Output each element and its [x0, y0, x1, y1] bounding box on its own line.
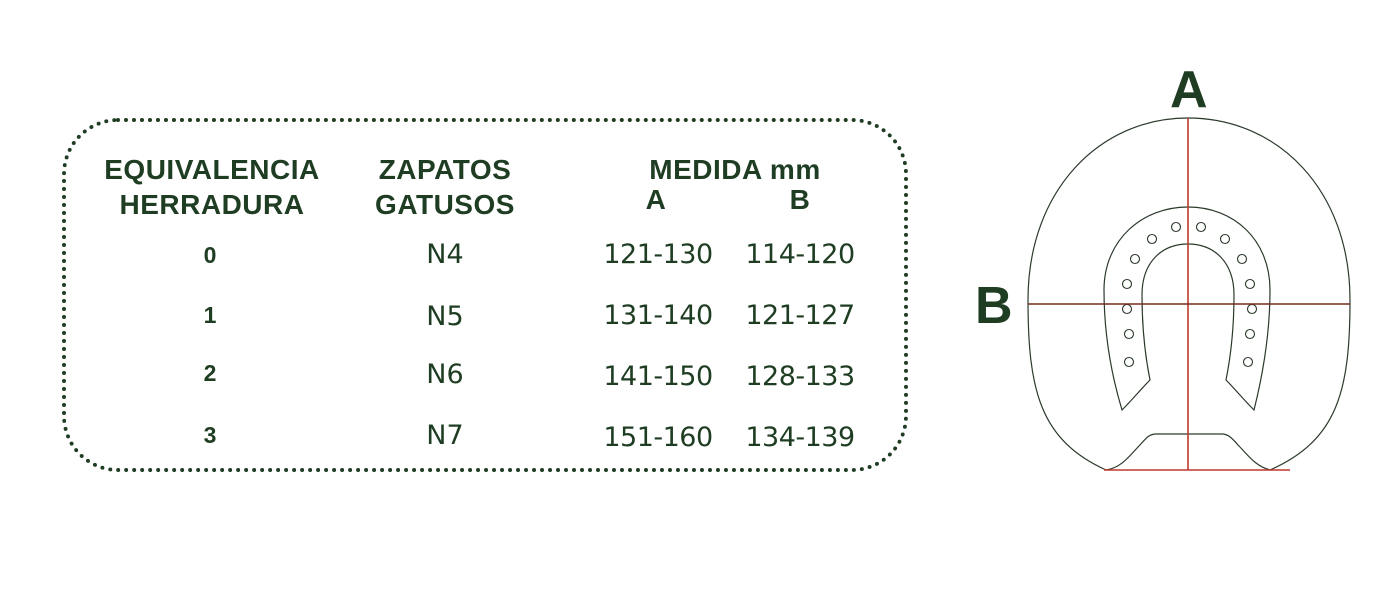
row-1-equivalence: 1	[203, 302, 217, 328]
nail-hole	[1123, 328, 1135, 340]
row-3-b: 134-139	[745, 422, 855, 453]
header-shoes-line2: GATUSOS	[375, 189, 515, 220]
nail-hole	[1121, 278, 1133, 290]
row-3-a: 151-160	[603, 422, 713, 453]
nail-hole	[1219, 233, 1231, 245]
row-1-a: 131-140	[603, 300, 713, 331]
row-1-shoe: N5	[426, 301, 464, 332]
header-equivalence-line1: EQUIVALENCIA	[104, 154, 320, 185]
horseshoe-outer-outline	[1027, 117, 1351, 471]
row-2-b: 128-133	[745, 361, 855, 392]
nail-hole	[1244, 328, 1256, 340]
diagram-label-b: B	[975, 277, 1013, 335]
row-3-equivalence: 3	[203, 422, 217, 448]
nail-hole	[1246, 303, 1258, 315]
nail-hole	[1195, 221, 1207, 233]
header-shoes: ZAPATOS GATUSOS	[350, 152, 540, 222]
row-0-a: 121-130	[603, 239, 713, 270]
header-measure: MEDIDA mm	[649, 154, 821, 185]
diagram-label-a: A	[1170, 61, 1208, 119]
horseshoe-inner-shoe	[1103, 206, 1271, 412]
nail-hole	[1244, 278, 1256, 290]
row-2-a: 141-150	[603, 361, 713, 392]
row-0-equivalence: 0	[203, 242, 217, 268]
row-3-shoe: N7	[426, 420, 464, 451]
nail-hole	[1170, 221, 1182, 233]
row-0-shoe: N4	[426, 239, 464, 270]
row-2-equivalence: 2	[203, 360, 217, 386]
header-equivalence: EQUIVALENCIA HERRADURA	[92, 152, 332, 222]
header-equivalence-line2: HERRADURA	[119, 189, 305, 220]
nail-holes	[1121, 221, 1258, 368]
nail-hole	[1129, 253, 1141, 265]
row-1-b: 121-127	[745, 300, 855, 331]
nail-hole	[1121, 303, 1133, 315]
header-measure-a: A	[645, 184, 667, 215]
table-dotted-frame	[62, 118, 908, 472]
nail-hole	[1236, 253, 1248, 265]
row-2-shoe: N6	[426, 359, 464, 390]
header-shoes-line1: ZAPATOS	[378, 154, 512, 185]
header-measure-b: B	[789, 184, 811, 215]
nail-hole	[1123, 356, 1135, 368]
nail-hole	[1242, 356, 1254, 368]
nail-hole	[1146, 233, 1158, 245]
row-0-b: 114-120	[745, 239, 855, 270]
